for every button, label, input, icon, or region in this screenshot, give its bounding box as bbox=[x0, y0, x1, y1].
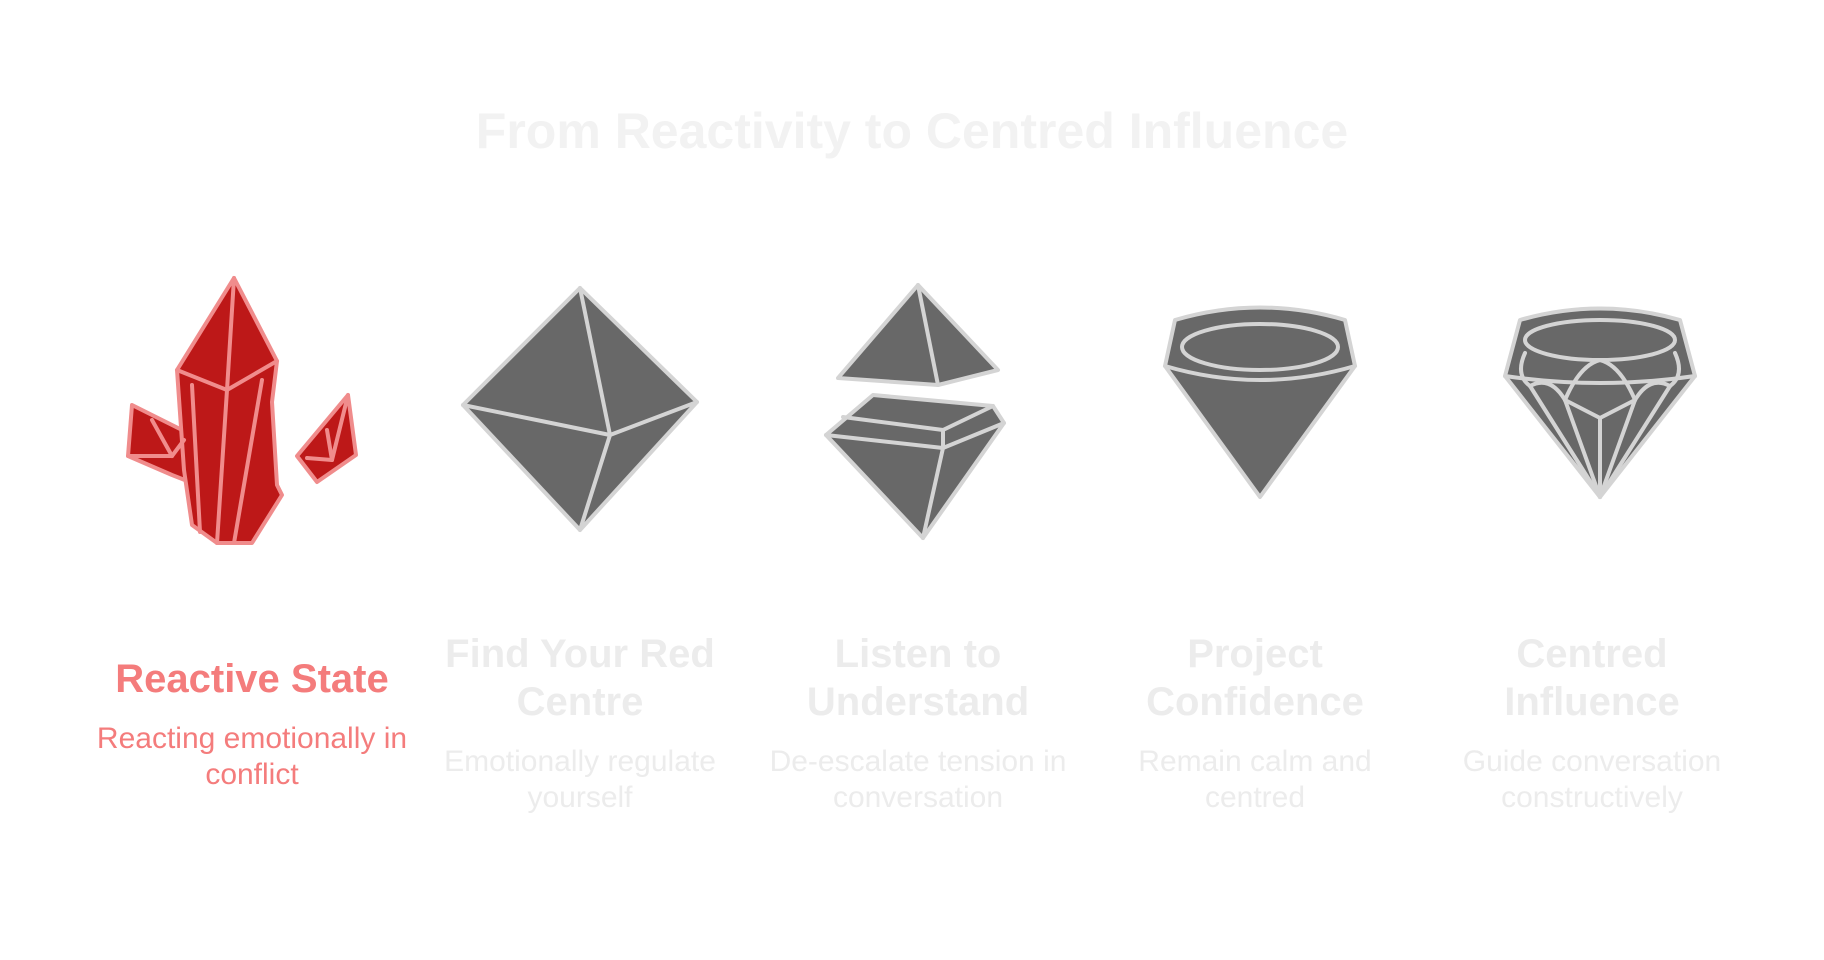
stage-centred-influence: Centred Influence Guide conversation con… bbox=[1432, 630, 1752, 816]
simple-diamond-icon bbox=[1163, 305, 1357, 499]
stage-project-confidence: Project Confidence Remain calm and centr… bbox=[1095, 630, 1415, 816]
stage-title: Centred Influence bbox=[1504, 632, 1680, 724]
stage-description: Remain calm and centred bbox=[1138, 745, 1372, 814]
stage-title: Reactive State bbox=[115, 657, 389, 701]
octahedron-gem-icon bbox=[461, 286, 699, 532]
stage-description: Guide conversation constructively bbox=[1462, 745, 1722, 814]
crystal-cluster-icon bbox=[126, 276, 358, 545]
diagram-title: From Reactivity to Centred Influence bbox=[475, 103, 1349, 159]
stage-title: Listen to Understand bbox=[806, 632, 1030, 724]
stage-listen-to-understand: Listen to Understand De-escalate tension… bbox=[758, 630, 1078, 816]
stage-title: Find Your Red Centre bbox=[445, 632, 715, 724]
stage-reactive-state: Reactive State Reacting emotionally in c… bbox=[92, 655, 412, 793]
stage-description: Emotionally regulate yourself bbox=[444, 745, 716, 814]
stage-description: De-escalate tension in conversation bbox=[769, 745, 1067, 814]
stage-title: Project Confidence bbox=[1146, 632, 1364, 724]
split-gem-icon bbox=[824, 283, 1006, 540]
cut-diamond-icon bbox=[1503, 306, 1697, 499]
stage-find-your-red-centre: Find Your Red Centre Emotionally regulat… bbox=[420, 630, 740, 816]
stage-description: Reacting emotionally in conflict bbox=[96, 722, 408, 791]
